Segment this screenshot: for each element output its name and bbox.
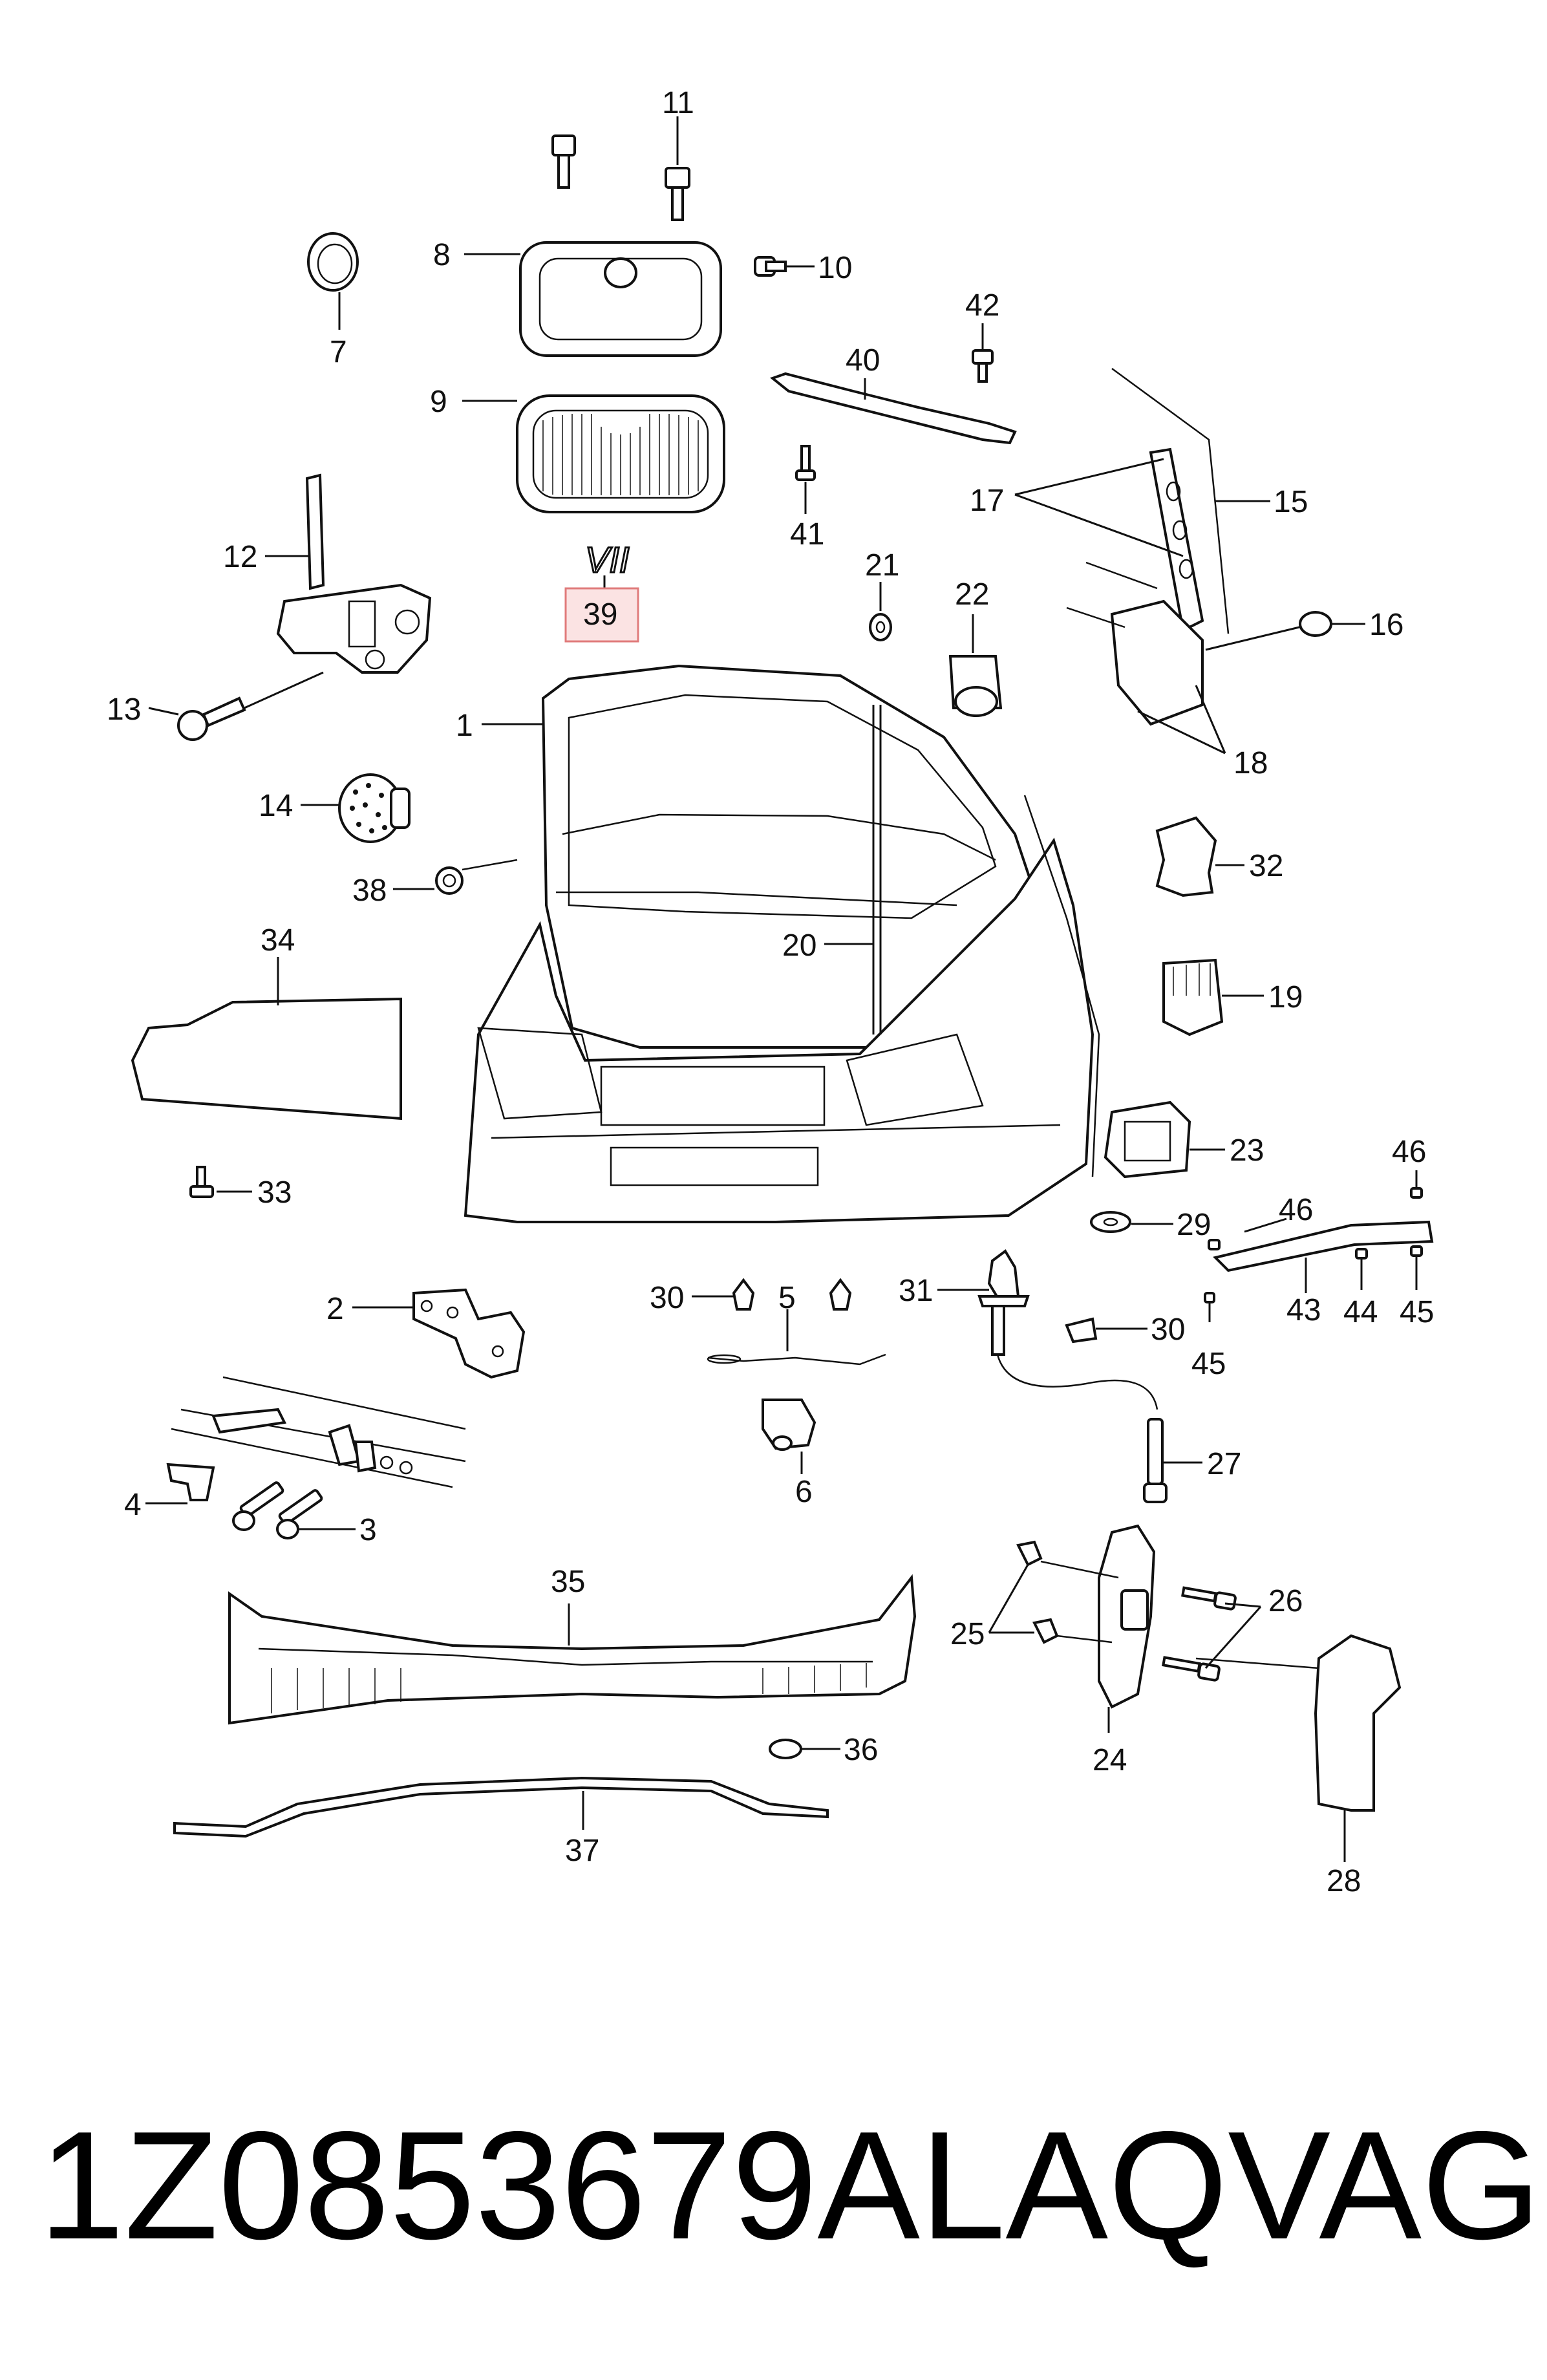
part-42-screw <box>972 323 994 383</box>
label-35: 35 <box>551 1565 585 1599</box>
label-5: 5 <box>778 1281 796 1315</box>
part-30-clip-left <box>692 1278 755 1311</box>
part-6-switch <box>762 1399 816 1474</box>
part-23-bracket <box>1104 1100 1225 1179</box>
part-19-buffer <box>1162 958 1264 1036</box>
part-32-pad <box>1155 816 1244 897</box>
part-8-gasket <box>464 241 722 357</box>
label-42: 42 <box>965 288 999 323</box>
label-9: 9 <box>430 385 447 419</box>
label-13: 13 <box>107 692 141 727</box>
label-33: 33 <box>257 1175 292 1210</box>
label-31: 31 <box>899 1274 933 1308</box>
label-11: 11 <box>662 86 694 120</box>
part-36-plug <box>769 1739 840 1759</box>
label-24: 24 <box>1093 1743 1127 1777</box>
label-10: 10 <box>818 251 852 285</box>
label-45-right: 45 <box>1400 1295 1434 1329</box>
part-9-grille <box>462 394 725 513</box>
part-37-seal <box>173 1776 829 1838</box>
label-6: 6 <box>795 1475 813 1509</box>
part-1-car <box>464 664 1100 1223</box>
label-25: 25 <box>950 1617 985 1651</box>
label-14: 14 <box>259 789 293 823</box>
part-38-grommet <box>393 859 518 895</box>
footer: 1Z0853679ALAQ VAG <box>39 2095 1541 2276</box>
part-2-hinge <box>352 1288 526 1379</box>
part-18-leaders <box>1137 685 1226 755</box>
label-36: 36 <box>844 1733 878 1767</box>
label-1: 1 <box>456 709 473 743</box>
part-5-seal <box>707 1278 886 1366</box>
label-40: 40 <box>846 343 880 378</box>
label-41: 41 <box>790 517 824 552</box>
part-12-latch <box>265 473 432 674</box>
part-29-washer <box>1090 1211 1173 1233</box>
part-4-3-bracket-area <box>145 1376 466 1539</box>
label-46-left: 46 <box>1279 1193 1313 1227</box>
label-21: 21 <box>865 548 899 583</box>
label-44: 44 <box>1343 1295 1378 1329</box>
label-15: 15 <box>1274 485 1308 519</box>
part-15-hinge-assembly <box>1014 367 1270 726</box>
label-29: 29 <box>1177 1208 1211 1242</box>
label-38: 38 <box>352 874 387 908</box>
part-3-bolts <box>232 1481 323 1539</box>
label-17: 17 <box>970 484 1004 518</box>
part-28-handle <box>1195 1634 1402 1862</box>
label-32: 32 <box>1249 849 1283 883</box>
grille-slats <box>542 414 699 495</box>
part-33-screw <box>189 1166 252 1198</box>
label-3: 3 <box>359 1513 377 1547</box>
label-19: 19 <box>1268 980 1303 1014</box>
part-7-ring <box>307 232 359 330</box>
label-27: 27 <box>1207 1447 1241 1481</box>
part-40-trim <box>769 372 1017 445</box>
label-46-right: 46 <box>1392 1135 1426 1169</box>
label-30-left: 30 <box>650 1281 684 1315</box>
label-16: 16 <box>1369 608 1403 642</box>
part-24-lock <box>988 1524 1262 1733</box>
label-45-left: 45 <box>1191 1347 1226 1381</box>
part-39-emblem: VII <box>564 539 639 643</box>
part-number: 1Z0853679ALAQ <box>39 2099 1228 2271</box>
label-34: 34 <box>261 923 295 958</box>
label-22: 22 <box>955 577 989 612</box>
emblem-vii: VII <box>585 539 629 580</box>
part-21-grommet <box>869 582 892 641</box>
part-30-clip-right <box>1065 1317 1147 1344</box>
part-16-cap <box>1205 611 1365 651</box>
label-18: 18 <box>1233 746 1268 780</box>
part-13-bolt <box>148 671 324 741</box>
label-4: 4 <box>124 1488 142 1522</box>
part-10-clip <box>754 256 815 277</box>
part-14-plug <box>301 773 411 843</box>
part-35-deflector <box>228 1574 917 1725</box>
label-30-right: 30 <box>1151 1313 1185 1347</box>
part-43-lever <box>1204 1170 1434 1322</box>
brand-name: VAG <box>1228 2099 1542 2271</box>
label-7: 7 <box>330 335 347 369</box>
label-20: 20 <box>782 928 816 963</box>
part-41-screw <box>795 445 816 514</box>
part-34-insulation <box>131 957 402 1120</box>
part-27-cable-end <box>1143 1418 1202 1503</box>
label-39: 39 <box>583 597 617 632</box>
label-43: 43 <box>1286 1293 1321 1327</box>
label-2: 2 <box>326 1292 344 1326</box>
label-28: 28 <box>1327 1864 1361 1898</box>
label-23: 23 <box>1230 1133 1264 1168</box>
highlight-box <box>564 587 639 643</box>
label-37: 37 <box>565 1834 599 1868</box>
label-8: 8 <box>433 238 451 272</box>
part-11-bolts <box>551 116 690 221</box>
label-12: 12 <box>223 540 257 574</box>
plug-texture <box>350 783 387 833</box>
deflector-ribs <box>271 1663 867 1713</box>
part-31-release <box>937 1249 1158 1410</box>
part-22-clip <box>948 614 1003 717</box>
label-26: 26 <box>1268 1584 1303 1618</box>
